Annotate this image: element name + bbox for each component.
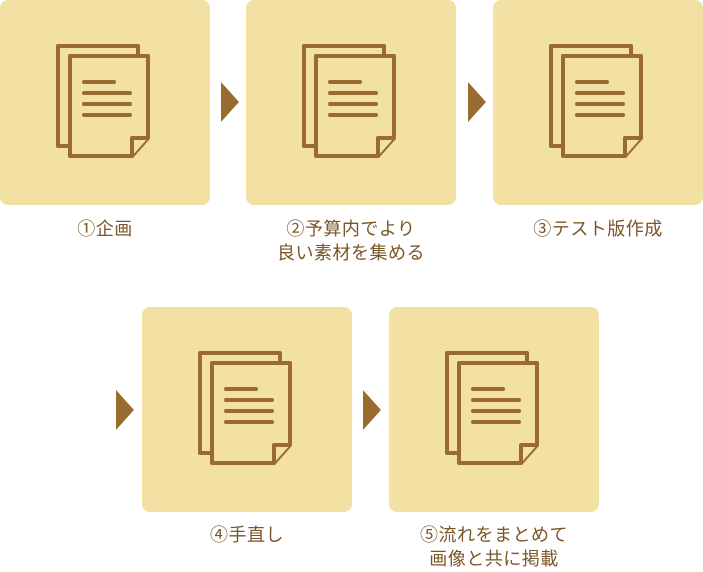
- document-icon: [445, 350, 539, 465]
- document-icon: [302, 43, 396, 158]
- step-3-card: [493, 0, 703, 205]
- arrow-2-to-3: [468, 82, 486, 122]
- step-2-card: [246, 0, 456, 205]
- arrow-4-to-5: [363, 390, 381, 430]
- step-4-caption: ④手直し: [210, 525, 284, 546]
- step-5-caption: ⑤流れをまとめて 画像と共に掲載: [420, 525, 568, 570]
- document-icon: [198, 350, 292, 465]
- step-2-caption: ②予算内でより 良い素材を集める: [277, 219, 425, 264]
- step-1-card: [0, 0, 210, 205]
- document-icon: [56, 43, 150, 158]
- arrow-1-to-2: [221, 82, 239, 122]
- step-5-card: [389, 307, 599, 512]
- arrow-to-4: [116, 390, 134, 430]
- document-icon: [549, 43, 643, 158]
- step-3-caption: ③テスト版作成: [533, 219, 663, 240]
- step-4-card: [142, 307, 352, 512]
- step-1-caption: ①企画: [77, 219, 133, 240]
